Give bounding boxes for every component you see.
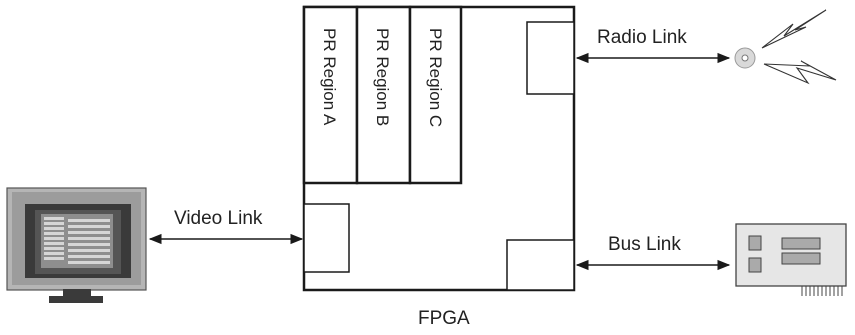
video-link-label: Video Link — [174, 208, 263, 229]
bus-link-label: Bus Link — [608, 234, 681, 255]
fpga-label: FPGA — [418, 308, 470, 329]
radio-antenna-icon — [735, 10, 836, 83]
radio-link-label: Radio Link — [597, 27, 687, 48]
pr-region-b: PR Region B — [357, 7, 410, 183]
pr-region-c: PR Region C — [410, 7, 461, 183]
bus-interface-block — [507, 240, 574, 290]
video-interface-block — [304, 204, 349, 272]
pr-region-c-label: PR Region C — [426, 28, 445, 127]
pr-region-a-label: PR Region A — [320, 28, 339, 126]
pr-region-a: PR Region A — [304, 7, 357, 183]
monitor-icon — [7, 188, 146, 303]
expansion-card-icon — [736, 224, 846, 296]
radio-interface-block — [527, 22, 574, 94]
pr-region-b-label: PR Region B — [373, 28, 392, 126]
